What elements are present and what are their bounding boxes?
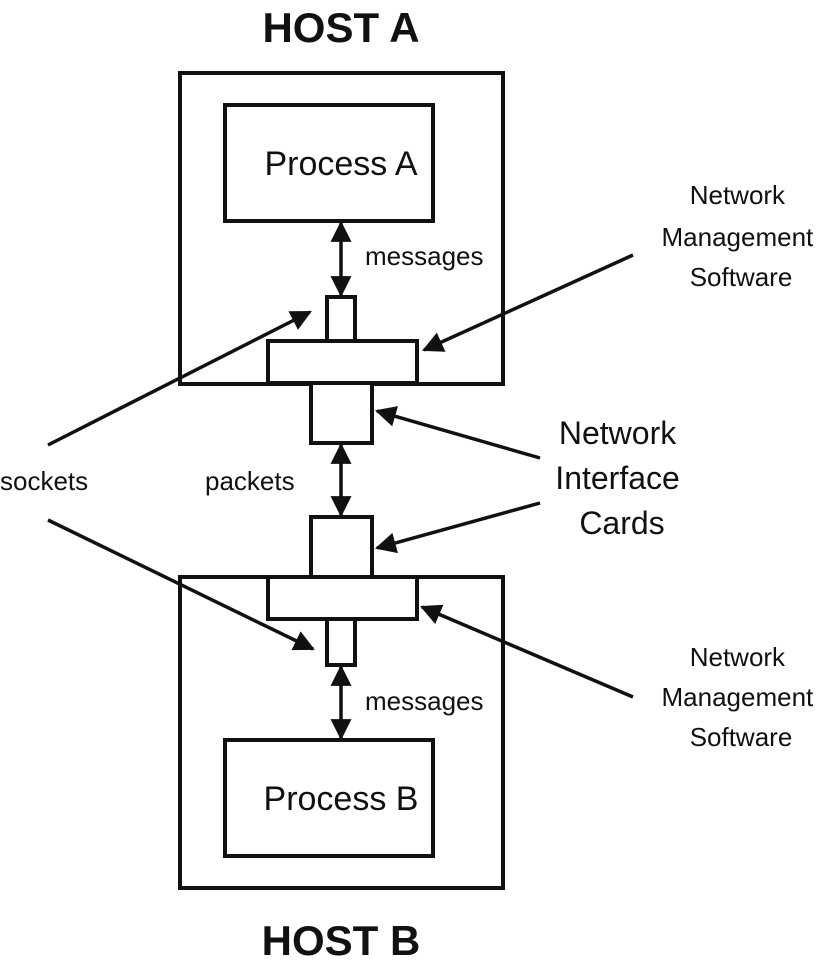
- nms-top-line-2: Management: [662, 222, 815, 252]
- nms-top-line-3: Software: [690, 262, 793, 292]
- process-b-box: [223, 738, 435, 858]
- socket-b: [325, 617, 357, 667]
- network-management-software-a: [266, 339, 419, 385]
- host-b-title: HOST B: [262, 917, 421, 964]
- nms-top-arrow: [422, 253, 634, 352]
- messages-a-label: messages: [365, 241, 484, 271]
- network-interface-card-b: [309, 515, 374, 579]
- nms-bottom-line-1: Network: [690, 642, 786, 672]
- sockets-arrow-top: [47, 310, 312, 447]
- network-interface-card-a: [309, 381, 374, 445]
- socket-a: [325, 295, 357, 343]
- nms-bottom-arrow: [420, 604, 634, 699]
- nic-line-1: Network: [559, 415, 677, 451]
- nms-bottom-label: Network Management Software: [662, 642, 821, 752]
- nic-arrow-bottom: [374, 501, 541, 554]
- nic-line-2: Interface: [555, 460, 680, 496]
- messages-b-label: messages: [365, 686, 484, 716]
- nms-bottom-line-2: Management: [662, 682, 815, 712]
- packets-label: packets: [205, 466, 295, 496]
- nic-label: Network Interface Cards: [555, 415, 688, 541]
- host-a-title: HOST A: [262, 4, 419, 51]
- nms-top-label: Network Management Software: [662, 180, 821, 292]
- process-b-label: Process B: [264, 780, 419, 818]
- process-a-label: Process A: [264, 145, 417, 183]
- sockets-label: sockets: [0, 466, 88, 496]
- nms-top-line-1: Network: [690, 180, 786, 210]
- network-management-software-b: [266, 575, 419, 621]
- nic-line-3: Cards: [579, 505, 664, 541]
- process-a-box: [223, 103, 435, 223]
- nms-bottom-line-3: Software: [690, 722, 793, 752]
- nic-arrow-top: [374, 406, 541, 460]
- sockets-arrow-bottom: [47, 518, 315, 651]
